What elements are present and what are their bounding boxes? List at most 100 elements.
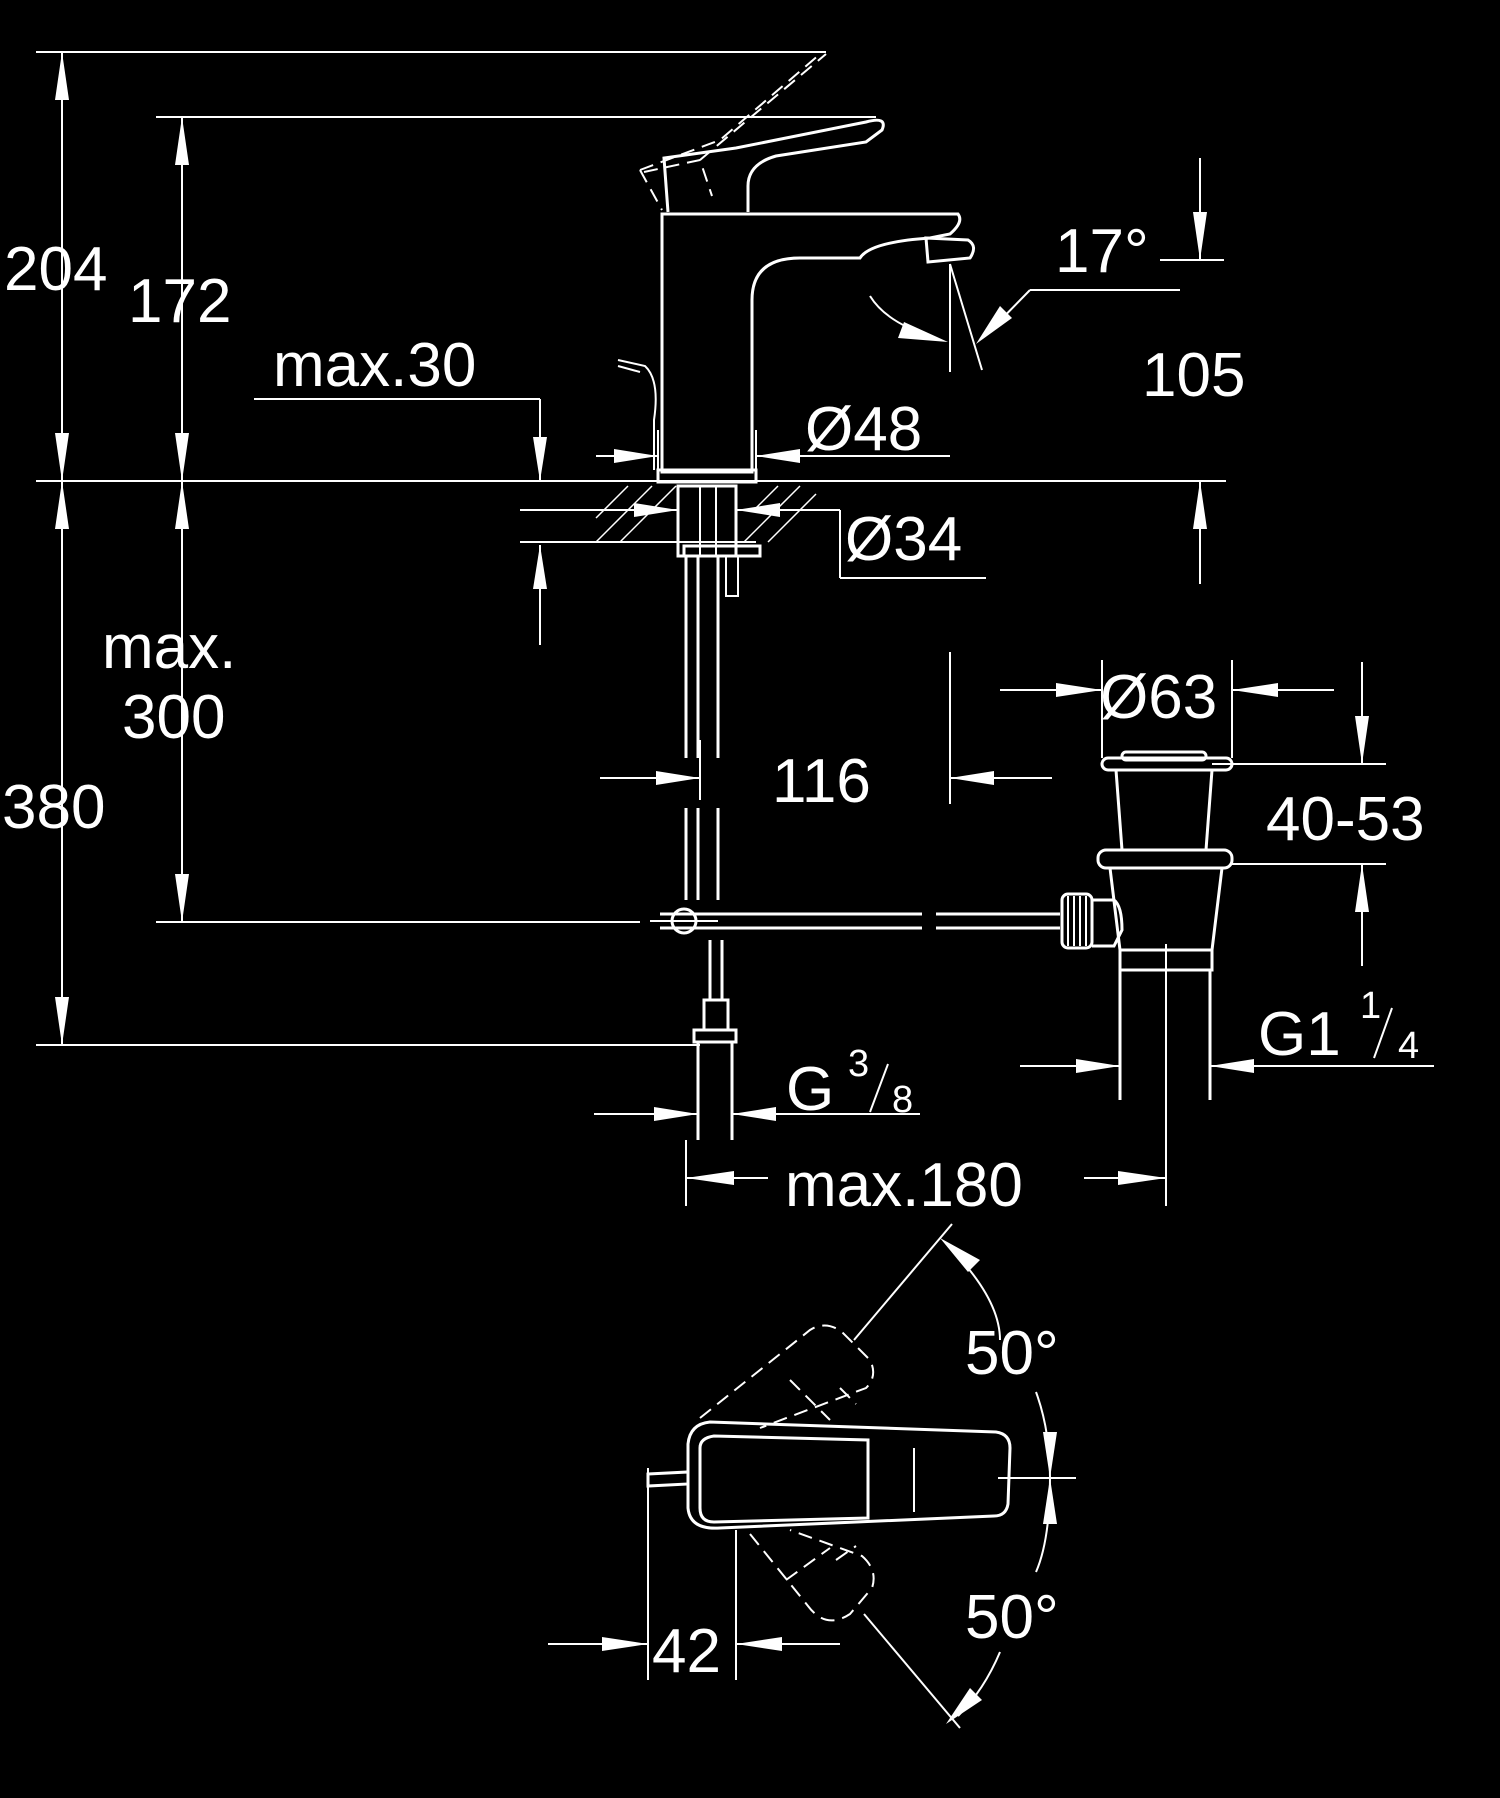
arrowhead <box>898 322 948 342</box>
arrowhead <box>1043 1432 1057 1478</box>
arrowhead <box>1056 683 1102 697</box>
dim-angle-17: 17° <box>1055 217 1149 286</box>
arrowhead <box>1043 1478 1057 1524</box>
dimension-g-1-1-4 <box>1020 1059 1434 1073</box>
thread-g38-denominator: 8 <box>892 1079 913 1121</box>
dimension-diameter-63 <box>1000 660 1334 758</box>
thread-g38-main: G <box>786 1055 834 1124</box>
hatch-line <box>767 493 817 543</box>
knurled-nut <box>1060 892 1094 950</box>
arrowhead <box>614 449 658 463</box>
thread-g38-numerator: 3 <box>848 1043 869 1085</box>
arrowhead <box>175 874 189 922</box>
waste-upper-body <box>1114 769 1214 852</box>
arrowhead <box>1118 1171 1166 1185</box>
faucet-side-view <box>617 53 1180 484</box>
dim-105: 105 <box>1142 341 1245 410</box>
spout-angle-ref <box>949 263 983 371</box>
faucet-top-view <box>646 1223 1076 1729</box>
countertop-section <box>520 484 817 1140</box>
dim-max-180: max.180 <box>785 1151 1023 1220</box>
dim-range-40-53: 40-53 <box>1266 785 1425 854</box>
arrowhead <box>533 545 547 589</box>
arrowhead <box>950 771 994 785</box>
arrowhead <box>533 437 547 481</box>
popup-waste-assembly <box>650 750 1234 1206</box>
thread-g-1-1-4: G1 1 4 <box>1258 985 1419 1069</box>
arrowhead <box>654 1107 698 1121</box>
lever-handle-open-dashed <box>639 53 827 211</box>
dimension-diameter-48 <box>596 430 950 470</box>
thread-g114-denominator: 4 <box>1398 1025 1419 1067</box>
popup-rod-top <box>617 365 641 373</box>
hatch-line <box>755 485 779 509</box>
arrowhead <box>55 52 69 100</box>
arrowhead <box>732 1107 776 1121</box>
arrowhead <box>1193 481 1207 529</box>
lever-pivot-dashed <box>643 158 713 197</box>
dim-380: 380 <box>2 773 105 842</box>
lever-rotated-down-detail <box>785 1545 857 1581</box>
arrowhead <box>1355 864 1369 912</box>
dim-116: 116 <box>772 747 871 816</box>
arrowhead <box>55 433 69 481</box>
arrowhead <box>946 1688 982 1724</box>
arrowhead <box>175 117 189 165</box>
hatch-line <box>595 485 629 519</box>
arrowhead <box>1210 1059 1254 1073</box>
hose-nut <box>702 998 730 1032</box>
arrowhead <box>1355 716 1369 764</box>
dim-diameter-63: Ø63 <box>1100 663 1217 732</box>
arrowhead <box>1076 1059 1120 1073</box>
angle-50-bottom-ref <box>863 1613 961 1729</box>
top-view-body <box>686 1420 1012 1530</box>
dimension-max-180 <box>685 1140 1166 1206</box>
arrowhead <box>634 503 678 517</box>
arrowhead <box>55 997 69 1045</box>
dimension-lines-left <box>36 51 1226 1046</box>
popup-rod-guide <box>725 555 739 597</box>
arrowhead <box>736 503 780 517</box>
thread-g-3-8: G 3 8 <box>786 1043 913 1124</box>
arrowhead <box>1193 212 1207 260</box>
base-flange <box>656 468 758 484</box>
dim-angle-50-top: 50° <box>965 1319 1059 1388</box>
dimension-g-3-8 <box>594 1107 920 1121</box>
thread-g114-fraction-slash <box>1373 1007 1393 1059</box>
lever-rotated-down-dashed <box>749 1529 875 1622</box>
dim-diameter-48: Ø48 <box>805 395 922 464</box>
dim-172: 172 <box>128 267 231 336</box>
dim-diameter-34: Ø34 <box>845 505 962 574</box>
lever-rotated-up-detail <box>789 1379 857 1421</box>
waste-lower-body <box>1108 867 1224 952</box>
arrowhead <box>756 449 800 463</box>
faucet-body <box>660 212 962 474</box>
arrowhead <box>940 1238 980 1272</box>
dim-max-300-line2: 300 <box>122 683 225 752</box>
lever-rotated-up-dashed <box>699 1324 875 1429</box>
dimension-diameter-34 <box>520 503 986 579</box>
dimension-max-30 <box>254 398 547 645</box>
dimension-40-53 <box>1212 662 1386 966</box>
dim-angle-50-bottom: 50° <box>965 1583 1059 1652</box>
angle-50-top-ref <box>853 1223 953 1341</box>
aerator <box>924 236 975 264</box>
dimension-105 <box>1160 158 1224 584</box>
arrowhead <box>656 771 700 785</box>
lever-handle <box>662 118 885 213</box>
popup-knob-top <box>646 1470 690 1488</box>
arrowhead <box>175 481 189 529</box>
thread-g114-numerator: 1 <box>1360 985 1381 1027</box>
arrowhead <box>736 1637 782 1651</box>
waste-flange-mid <box>1096 848 1234 870</box>
top-view-lever <box>698 1434 870 1524</box>
dim-max-30: max.30 <box>273 331 476 400</box>
arrowhead <box>1232 683 1278 697</box>
waste-plug <box>1120 750 1208 762</box>
popup-rod <box>617 359 657 470</box>
arrowhead <box>175 433 189 481</box>
fixing-nut <box>682 544 762 558</box>
arrowhead <box>55 481 69 529</box>
hose-connector <box>692 1028 738 1044</box>
dim-max-300-line1: max. <box>102 613 236 682</box>
